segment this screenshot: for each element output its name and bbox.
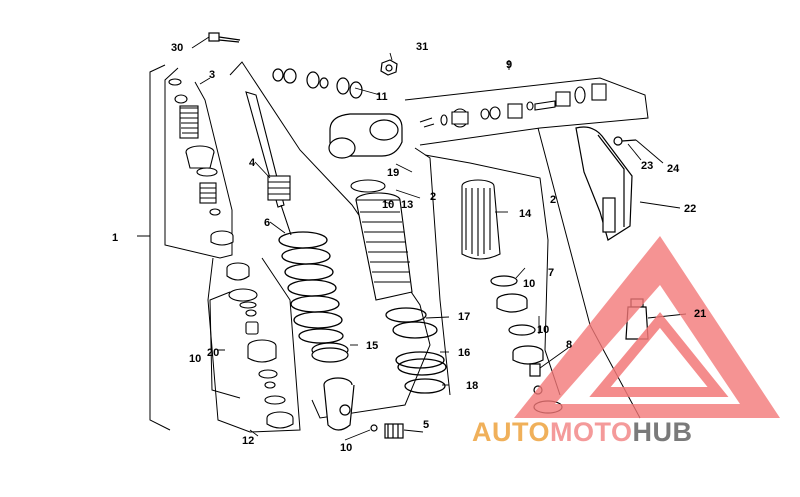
group-bracket-20 bbox=[209, 291, 241, 399]
callout-16: 16 bbox=[458, 347, 470, 359]
watermark-inner-triangle bbox=[589, 312, 729, 397]
watermark-text-moto: MOTO bbox=[550, 417, 633, 447]
watermark-text-hub: HUB bbox=[633, 417, 693, 447]
callout-6: 6 bbox=[264, 217, 270, 229]
callout-3: 3 bbox=[209, 69, 215, 81]
callout-31: 31 bbox=[416, 41, 428, 53]
screw-23-24 bbox=[613, 136, 637, 146]
callout-10-right-top: 10 bbox=[523, 278, 535, 290]
callout-12: 12 bbox=[242, 435, 254, 447]
spring-6 bbox=[278, 231, 344, 344]
callout-1: 1 bbox=[112, 232, 118, 244]
callout-20: 20 bbox=[207, 347, 219, 359]
callout-19: 19 bbox=[387, 167, 399, 179]
watermark-logo: AUTOMOTOHUB bbox=[472, 236, 780, 447]
watermark-text-auto: AUTO bbox=[472, 417, 550, 447]
callout-8: 8 bbox=[566, 339, 572, 351]
callout-9: 9 bbox=[506, 59, 512, 71]
callout-23: 23 bbox=[641, 160, 653, 172]
callout-11: 11 bbox=[376, 91, 388, 103]
reservoir-head-19 bbox=[328, 113, 403, 159]
adjuster-9 bbox=[419, 83, 607, 128]
seals-7-10 bbox=[490, 275, 544, 365]
top-hardware-11 bbox=[272, 68, 363, 99]
lower-eye-5 bbox=[323, 377, 404, 439]
spring-kit-3 bbox=[168, 78, 234, 246]
callout-2-right: 2 bbox=[550, 194, 556, 206]
callout-10-mid: 10 bbox=[382, 199, 394, 211]
callout-18: 18 bbox=[466, 380, 478, 392]
callout-21: 21 bbox=[694, 308, 706, 320]
callout-14: 14 bbox=[519, 208, 532, 220]
callout-4: 4 bbox=[249, 157, 256, 169]
callout-15: 15 bbox=[366, 340, 378, 352]
bladder-14 bbox=[461, 179, 501, 260]
callout-17: 17 bbox=[458, 311, 470, 323]
damper-internals-12 bbox=[226, 262, 294, 429]
group-bracket-2-mid bbox=[414, 147, 451, 396]
callout-7: 7 bbox=[548, 267, 554, 279]
callout-10-right-bottom: 10 bbox=[537, 324, 549, 336]
group-bracket-3 bbox=[164, 67, 233, 259]
callout-labels: 1 3 30 4 6 10 20 12 15 10 5 11 31 19 10 … bbox=[112, 41, 706, 454]
group-bracket-2-right bbox=[424, 154, 561, 396]
shaft-4 bbox=[245, 91, 292, 236]
shock-body-13 bbox=[350, 179, 413, 301]
group-bracket-9 bbox=[404, 77, 649, 146]
spring-seat-15 bbox=[311, 342, 349, 363]
svg-text:AUTOMOTOHUB: AUTOMOTOHUB bbox=[472, 417, 693, 447]
callout-13: 13 bbox=[401, 199, 413, 211]
callout-5: 5 bbox=[423, 419, 429, 431]
callout-2-mid: 2 bbox=[430, 191, 436, 203]
callout-30: 30 bbox=[171, 42, 183, 54]
bolt-30 bbox=[208, 32, 241, 43]
nut-31 bbox=[380, 59, 398, 76]
leader-lines bbox=[191, 36, 687, 441]
mud-flap-22 bbox=[575, 126, 633, 241]
group-bracket-1 bbox=[137, 64, 171, 431]
callout-10-left: 10 bbox=[189, 353, 201, 365]
callout-24: 24 bbox=[667, 163, 680, 175]
group-bracket-12 bbox=[207, 257, 301, 433]
watermark-triangle bbox=[514, 236, 780, 418]
callout-10-bottom: 10 bbox=[340, 442, 352, 454]
rings-16-17-18 bbox=[385, 307, 447, 394]
callout-22: 22 bbox=[684, 203, 696, 215]
